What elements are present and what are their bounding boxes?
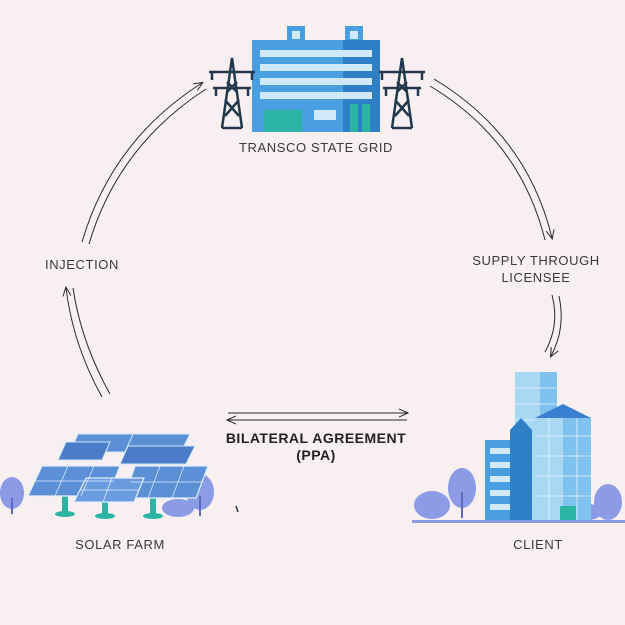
client-label: CLIENT (513, 537, 563, 552)
solar-farm-label: SOLAR FARM (75, 537, 165, 552)
agreement-label-line2: (PPA) (296, 447, 336, 463)
transmission-tower-left-icon (209, 57, 255, 130)
transmission-tower-right-icon (379, 57, 425, 130)
grid-label: TRANSCO STATE GRID (238, 140, 394, 155)
injection-label: INJECTION (44, 257, 119, 272)
injection-arrow (66, 83, 207, 398)
grid-building-icon (252, 26, 380, 132)
supply-arrow (429, 78, 562, 356)
agreement-label-line1: BILATERAL AGREEMENT (225, 430, 407, 446)
solar-farm-icon (0, 433, 239, 519)
supply-label-line2: LICENSEE (501, 270, 571, 285)
supply-label-line1: SUPPLY THROUGH (472, 253, 600, 268)
ppa-arrow (228, 413, 407, 420)
client-building-icon (412, 372, 625, 523)
